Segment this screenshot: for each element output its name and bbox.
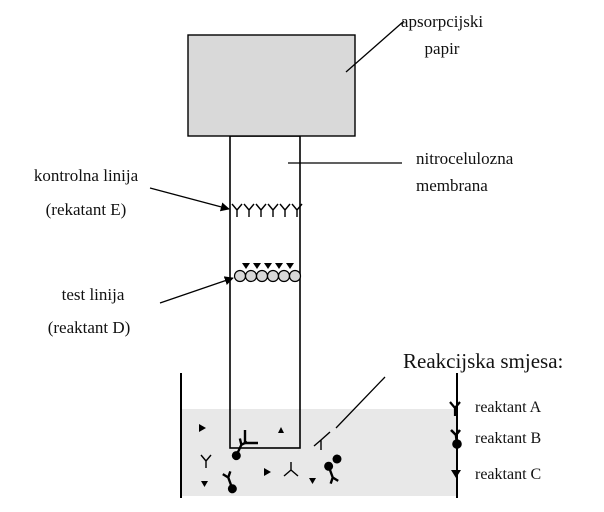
legend: Reakcijska smjesa: reaktant A reaktant B… bbox=[403, 349, 563, 483]
triangle-antigen-icon bbox=[201, 481, 208, 487]
test-line-circles bbox=[233, 269, 302, 283]
control-line-arrow bbox=[149, 187, 230, 212]
beaker bbox=[180, 373, 458, 498]
legend-item-label: reaktant C bbox=[475, 466, 541, 483]
control-line-antibodies bbox=[231, 203, 303, 218]
mixture-molecules bbox=[199, 424, 342, 496]
test-line-label-line2: (reaktant D) bbox=[48, 318, 131, 337]
legend-title: Reakcijska smjesa: bbox=[403, 349, 563, 373]
absorbent-paper bbox=[187, 34, 356, 137]
nitrocellulose-strip bbox=[229, 135, 301, 449]
conjugated-antibody-icon bbox=[450, 429, 462, 449]
test-line-triangles bbox=[242, 263, 294, 269]
triangle-antigen-icon bbox=[278, 427, 284, 433]
y-antibody-icon bbox=[283, 462, 299, 477]
membrane-label-line2: membrana bbox=[416, 176, 488, 195]
paper-pointer-line bbox=[345, 20, 405, 73]
absorbent-paper-label-line2: papir bbox=[425, 39, 460, 58]
triangle-antigen-icon bbox=[264, 468, 271, 476]
membrane-label-line1: nitrocelulozna bbox=[416, 149, 514, 168]
y-antibody-icon bbox=[313, 431, 331, 450]
conjugated-antibody-icon bbox=[332, 454, 342, 464]
control-line-label-line1: kontrolna linija bbox=[34, 166, 139, 185]
triangle-antigen-icon bbox=[199, 424, 206, 432]
y-antibody-icon bbox=[449, 401, 461, 416]
legend-item-label: reaktant A bbox=[475, 399, 542, 416]
absorbent-paper-label-line1: apsorpcijski bbox=[401, 12, 483, 31]
triangle-antigen-icon bbox=[309, 478, 316, 484]
mixture-pointer-line bbox=[335, 376, 386, 429]
test-line-antigens bbox=[233, 263, 302, 283]
beaker-liquid bbox=[181, 409, 457, 496]
y-antibody-icon bbox=[243, 430, 258, 445]
control-line-label-line2: (rekatant E) bbox=[46, 200, 127, 219]
test-line-label-line1: test linija bbox=[62, 285, 125, 304]
triangle-antigen-icon bbox=[451, 470, 461, 478]
legend-item-label: reaktant B bbox=[475, 430, 541, 447]
test-line-arrow bbox=[159, 276, 234, 304]
